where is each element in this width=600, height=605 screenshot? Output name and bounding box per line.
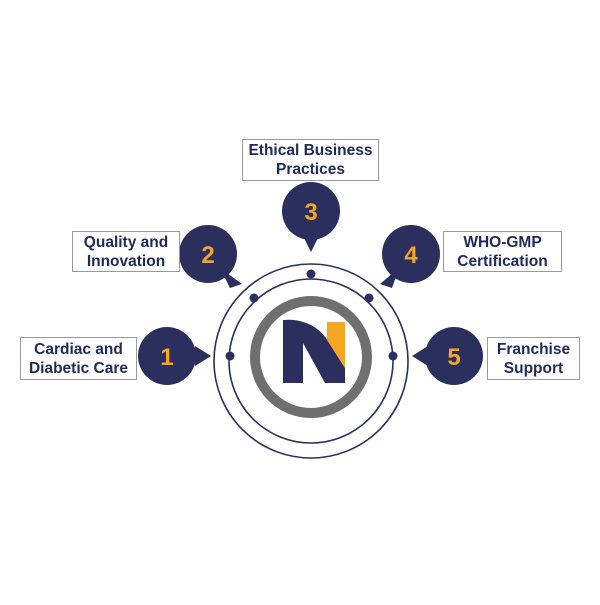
step-label-1: Cardiac and Diabetic Care: [20, 337, 137, 380]
step-label-4-line2: Certification: [457, 252, 548, 270]
step-number-5: 5: [447, 344, 460, 371]
step-label-3-line2: Practices: [276, 161, 345, 178]
connector-dot-3: [306, 269, 316, 279]
step-label-1-line1: Cardiac and: [34, 340, 123, 358]
step-number-4: 4: [404, 242, 418, 269]
connector-dot-1: [225, 351, 235, 361]
logo-ring: [250, 296, 372, 418]
step-label-2-line2: Innovation: [86, 252, 166, 270]
step-label-3-line1: Ethical Business: [248, 142, 373, 159]
step-badge-1: 1: [138, 327, 211, 385]
step-badge-5: 5: [412, 327, 483, 385]
step-label-5: Franchise Support: [487, 337, 580, 380]
connector-dot-4: [364, 293, 374, 303]
step-badge-3: 3: [282, 182, 340, 252]
step-label-2-line1: Quality and: [83, 233, 169, 251]
step-label-1-line2: Diabetic Care: [28, 359, 129, 377]
step-badge-2: 2: [179, 225, 242, 288]
step-badge-4: 4: [380, 225, 440, 288]
step-label-4: WHO-GMP Certification: [443, 231, 562, 272]
step-label-2: Quality and Innovation: [72, 231, 180, 272]
step-label-5-line2: Support: [503, 359, 564, 377]
step-number-2: 2: [201, 242, 214, 269]
step-number-1: 1: [160, 344, 173, 371]
outer-ring: [213, 263, 409, 459]
inner-ring: [228, 278, 394, 444]
n-logo-icon: [283, 319, 345, 383]
step-label-3: Ethical Business Practices: [242, 139, 379, 181]
step-label-4-line1: WHO-GMP: [463, 233, 542, 251]
step-label-5-line1: Franchise: [496, 340, 571, 358]
connector-dot-2: [249, 293, 259, 303]
step-number-3: 3: [304, 199, 317, 226]
connector-dot-5: [388, 351, 398, 361]
